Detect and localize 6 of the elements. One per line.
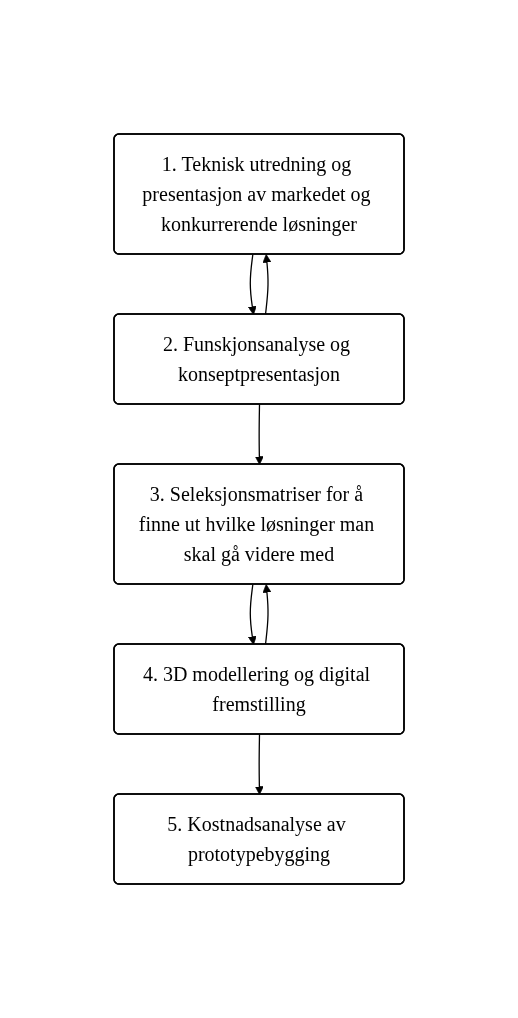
arrow: [254, 403, 264, 465]
arrow: [254, 733, 264, 795]
arrow: [247, 583, 257, 645]
arrow: [262, 254, 272, 316]
arrow: [262, 584, 272, 646]
arrow: [247, 253, 257, 315]
